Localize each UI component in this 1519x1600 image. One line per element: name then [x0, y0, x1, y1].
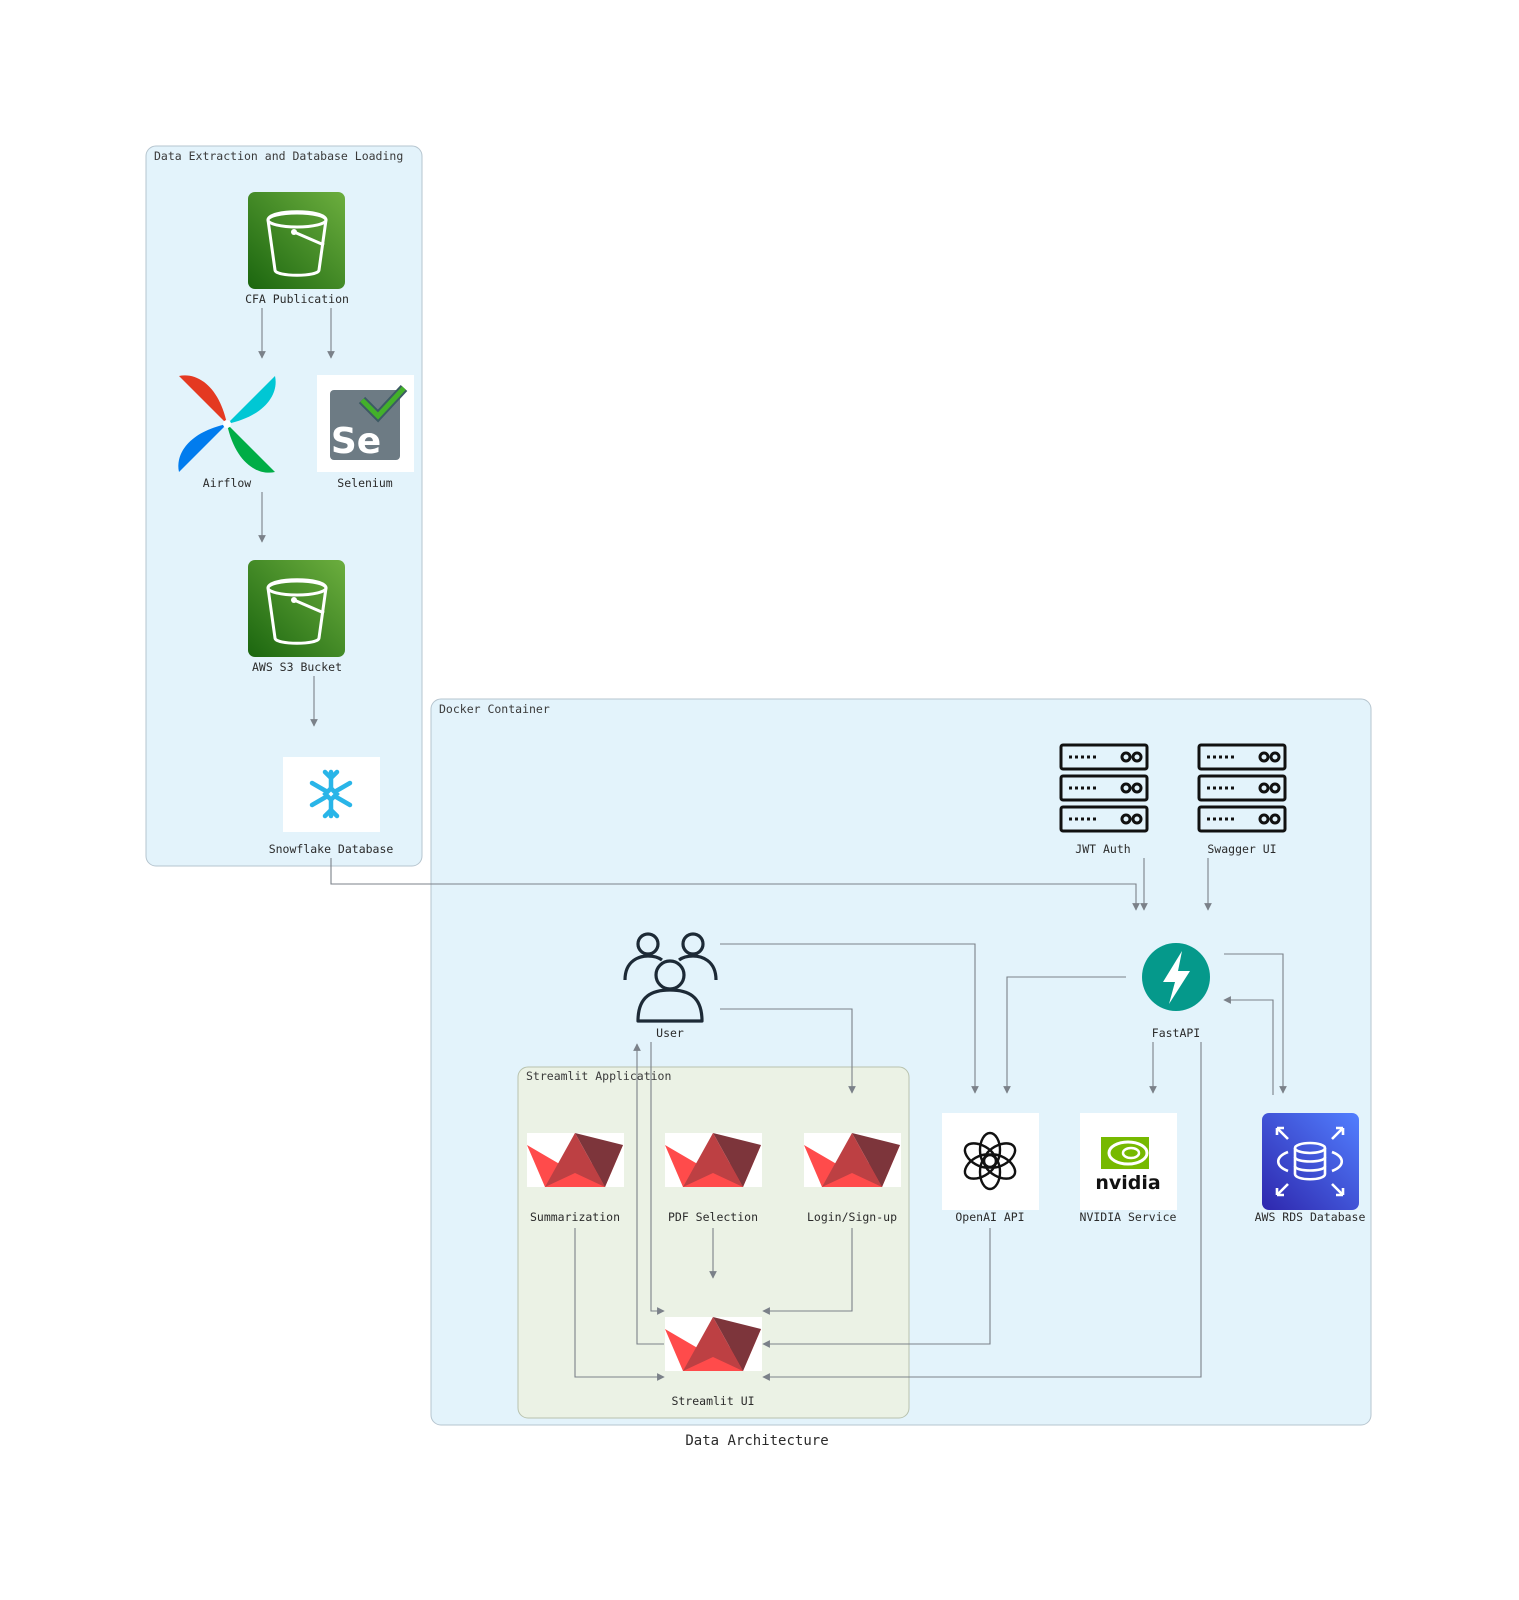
- node-selenium[interactable]: Se Selenium: [317, 375, 414, 490]
- node-jwt-auth[interactable]: JWT Auth: [1059, 743, 1149, 856]
- node-nvidia-service[interactable]: nvidia NVIDIA Service: [1080, 1113, 1177, 1224]
- node-pdf-selection-label: PDF Selection: [668, 1210, 758, 1224]
- node-openai-api[interactable]: OpenAI API: [942, 1113, 1039, 1224]
- airflow-pinwheel-icon: [178, 375, 276, 473]
- diagram-title: Data Architecture: [685, 1433, 828, 1449]
- cluster-data-extraction-label: Data Extraction and Database Loading: [154, 149, 403, 163]
- snowflake-icon: [309, 769, 353, 819]
- node-summarization-label: Summarization: [530, 1210, 620, 1224]
- streamlit-boat-icon: [527, 1133, 624, 1187]
- edge-user-streamlit-ui: [650, 1042, 665, 1315]
- node-selenium-label: Selenium: [337, 476, 392, 490]
- node-pdf-selection[interactable]: PDF Selection: [665, 1133, 762, 1224]
- cluster-data-extraction: Data Extraction and Database Loading: [145, 145, 423, 867]
- edge-streamlit-ui-user: [633, 1043, 664, 1345]
- edge-openai-streamlit-ui: [762, 1228, 991, 1348]
- openai-logo-icon: [963, 1131, 1017, 1191]
- node-aws-s3-bucket-label: AWS S3 Bucket: [252, 660, 342, 674]
- node-airflow-label: Airflow: [203, 476, 252, 490]
- nvidia-wordmark: nvidia: [1095, 1172, 1160, 1194]
- node-summarization[interactable]: Summarization: [527, 1133, 624, 1224]
- nvidia-logo-icon: nvidia: [1095, 1137, 1161, 1194]
- streamlit-boat-icon: [665, 1133, 762, 1187]
- edge-user-openai: [720, 943, 979, 1094]
- node-swagger-ui-label: Swagger UI: [1207, 842, 1276, 856]
- node-login-signup-label: Login/Sign-up: [807, 1210, 897, 1224]
- edge-user-login: [720, 1008, 856, 1094]
- node-user[interactable]: User: [623, 932, 718, 1040]
- edge-summarization-streamlit-ui: [574, 1228, 665, 1381]
- node-jwt-auth-label: JWT Auth: [1075, 842, 1130, 856]
- node-airflow[interactable]: Airflow: [178, 375, 276, 490]
- node-snowflake-database[interactable]: Snowflake Database: [269, 757, 394, 856]
- node-streamlit-ui[interactable]: Streamlit UI: [665, 1317, 762, 1408]
- node-aws-rds-database[interactable]: AWS RDS Database: [1255, 1113, 1366, 1224]
- node-streamlit-ui-label: Streamlit UI: [671, 1394, 754, 1408]
- edge-fastapi-rds: [1224, 953, 1287, 1094]
- streamlit-boat-icon: [804, 1133, 901, 1187]
- node-openai-api-label: OpenAI API: [955, 1210, 1024, 1224]
- node-aws-rds-database-label: AWS RDS Database: [1255, 1210, 1366, 1224]
- cluster-docker-container-label: Docker Container: [439, 702, 550, 716]
- openai-icon-background: [942, 1113, 1039, 1210]
- node-snowflake-database-label: Snowflake Database: [269, 842, 394, 856]
- node-swagger-ui[interactable]: Swagger UI: [1197, 743, 1287, 856]
- server-rack-icon: [1197, 743, 1287, 833]
- node-fastapi-label: FastAPI: [1152, 1026, 1200, 1040]
- node-nvidia-service-label: NVIDIA Service: [1080, 1210, 1177, 1224]
- node-cfa-publication-label: CFA Publication: [245, 292, 349, 306]
- node-user-label: User: [656, 1026, 684, 1040]
- selenium-icon-text: Se: [331, 421, 381, 462]
- rds-database-icon: [1262, 1113, 1359, 1210]
- edge-fastapi-streamlit-ui: [762, 1042, 1202, 1381]
- edge-snowflake-fastapi: [330, 858, 1140, 911]
- node-login-signup[interactable]: Login/Sign-up: [804, 1133, 901, 1224]
- cluster-streamlit-application-label: Streamlit Application: [526, 1069, 671, 1083]
- streamlit-boat-icon: [665, 1317, 762, 1371]
- fastapi-bolt-icon: [1142, 943, 1210, 1011]
- node-aws-s3-bucket[interactable]: AWS S3 Bucket: [248, 560, 345, 674]
- node-cfa-publication[interactable]: CFA Publication: [245, 192, 349, 306]
- edge-fastapi-openai: [1003, 976, 1126, 1094]
- users-group-icon: [623, 932, 718, 1023]
- server-rack-icon: [1059, 743, 1149, 833]
- s3-bucket-icon: [248, 192, 345, 289]
- s3-bucket-icon: [248, 560, 345, 657]
- edge-rds-fastapi: [1223, 996, 1274, 1095]
- node-fastapi[interactable]: FastAPI: [1142, 943, 1210, 1040]
- edges: [258, 308, 1287, 1381]
- edge-login-streamlit-ui: [762, 1228, 853, 1315]
- selenium-icon: Se: [317, 375, 414, 472]
